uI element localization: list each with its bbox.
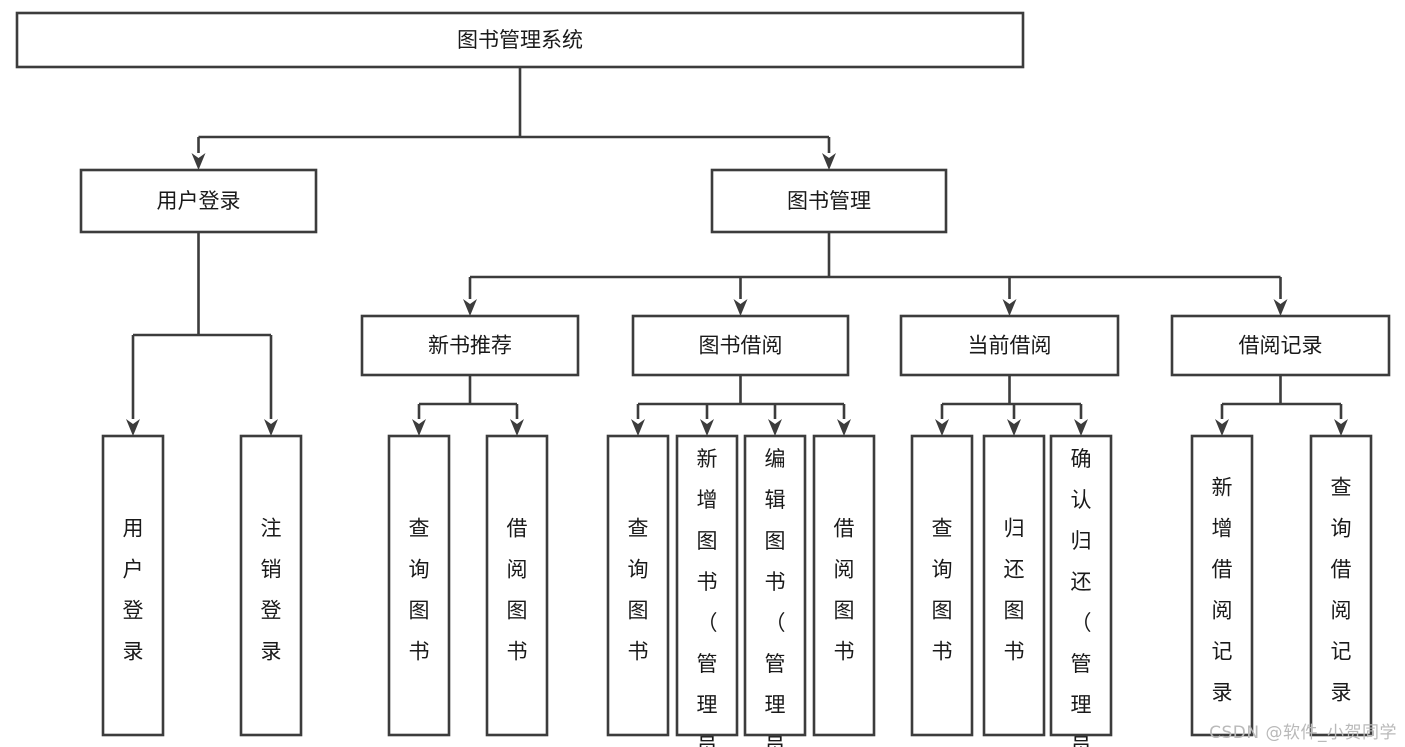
arrow-head-icon (822, 153, 836, 170)
node-leaf-return-book-label: 归还图书 (1004, 516, 1025, 663)
node-current-borrow-label: 当前借阅 (968, 334, 1052, 358)
arrow-head-icon (1273, 299, 1288, 316)
node-new-book-recommend-label: 新书推荐 (428, 334, 512, 358)
arrow-head-icon (768, 419, 782, 436)
node-leaf-query-book-2[interactable] (606, 434, 670, 737)
node-user-login[interactable] (79, 168, 318, 234)
arrow-head-icon (700, 419, 714, 436)
node-leaf-confirm-return-label: 确认归还（管理员） (1071, 447, 1092, 747)
node-leaf-edit-book-label: 编辑图书（管理员） (765, 447, 786, 747)
arrow-head-icon (1215, 419, 1229, 436)
node-box-group (15, 11, 1391, 737)
node-book-management-label: 图书管理 (787, 189, 871, 213)
arrow-head-icon (1334, 419, 1348, 436)
node-book-borrow-label: 图书借阅 (699, 334, 783, 358)
node-leaf-user-login[interactable] (101, 434, 165, 737)
arrow-head-icon (1002, 299, 1017, 316)
node-leaf-query-record[interactable] (1309, 434, 1373, 737)
node-leaf-borrow-book-2[interactable] (812, 434, 876, 737)
node-borrow-record[interactable] (1170, 314, 1391, 377)
arrow-head-icon (1007, 419, 1021, 436)
arrow-head-icon (264, 419, 278, 436)
node-leaf-user-logout-label: 注销登录 (261, 516, 282, 663)
node-leaf-confirm-return[interactable] (1049, 434, 1113, 737)
node-leaf-query-book-1-label: 查询图书 (409, 516, 430, 663)
arrow-head-icon (837, 419, 851, 436)
arrow-head-icon (935, 419, 949, 436)
node-book-management[interactable] (710, 168, 948, 234)
arrow-head-icon (631, 419, 645, 436)
node-leaf-edit-book[interactable] (743, 434, 807, 737)
node-user-login-label: 用户登录 (157, 189, 241, 213)
node-leaf-borrow-book-1-label: 借阅图书 (507, 516, 528, 663)
node-leaf-query-book-1[interactable] (387, 434, 451, 737)
node-borrow-record-label: 借阅记录 (1239, 334, 1323, 358)
node-leaf-user-logout[interactable] (239, 434, 303, 737)
node-root-label: 图书管理系统 (457, 28, 583, 52)
node-leaf-user-login-label: 用户登录 (123, 516, 144, 663)
node-leaf-query-record-label: 查询借阅记录 (1331, 475, 1352, 704)
node-leaf-query-book-3-label: 查询图书 (932, 516, 953, 663)
arrow-head-icon (463, 299, 477, 316)
arrow-head-icon (412, 419, 426, 436)
node-leaf-return-book[interactable] (982, 434, 1046, 737)
node-leaf-query-book-3[interactable] (910, 434, 974, 737)
node-leaf-add-record-label: 新增借阅记录 (1212, 475, 1233, 704)
arrow-head-icon (510, 419, 524, 436)
node-leaf-borrow-book-1[interactable] (485, 434, 549, 737)
node-root[interactable] (15, 11, 1025, 69)
node-leaf-query-book-2-label: 查询图书 (628, 516, 649, 663)
node-leaf-add-book-label: 新增图书（管理员） (697, 447, 718, 747)
node-new-book-recommend[interactable] (360, 314, 580, 377)
node-leaf-borrow-book-2-label: 借阅图书 (834, 516, 855, 663)
node-book-borrow[interactable] (631, 314, 850, 377)
arrow-head-icon (733, 299, 748, 316)
arrow-head-icon (126, 419, 140, 436)
node-leaf-add-book[interactable] (675, 434, 739, 737)
node-label-group: 图书管理系统用户登录图书管理新书推荐图书借阅当前借阅借阅记录用户登录注销登录查询… (123, 28, 1352, 747)
node-current-borrow[interactable] (899, 314, 1120, 377)
arrow-head-icon (191, 153, 206, 170)
connector-group (126, 67, 1348, 436)
node-leaf-add-record[interactable] (1190, 434, 1254, 737)
arrow-head-icon (1074, 419, 1088, 436)
csdn-watermark: CSDN @软件_小贺同学 (1209, 723, 1397, 743)
